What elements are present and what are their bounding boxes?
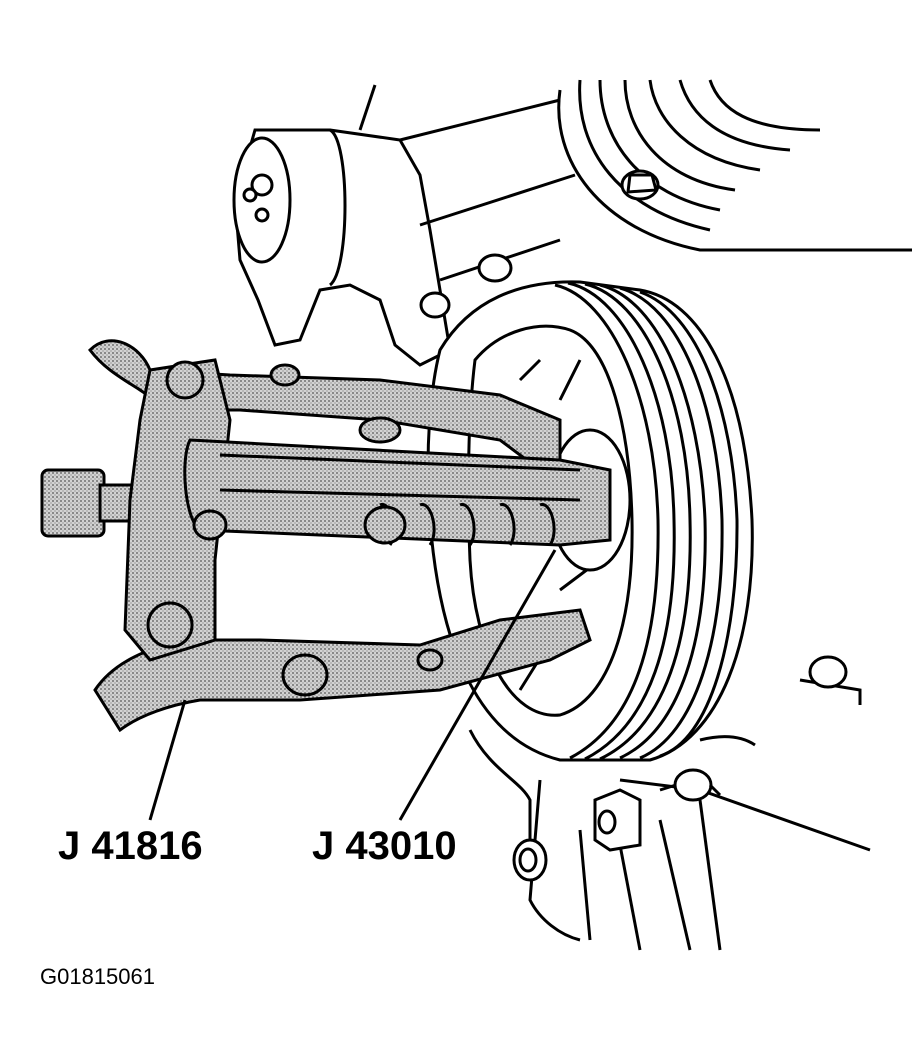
leader-adapter	[398, 549, 557, 821]
lower-arm-bolt	[281, 653, 329, 697]
block-bolt-2	[673, 768, 713, 802]
callout-adapter-label: J 43010	[312, 824, 457, 868]
figure-id: G01815061	[40, 964, 155, 989]
belt-tensioner	[232, 84, 576, 367]
leader-puller	[148, 699, 187, 821]
callout-puller-label: J 41816	[58, 824, 203, 868]
tensioner-bolt	[419, 291, 451, 319]
block-boss-center	[593, 788, 642, 852]
puller-tool	[40, 339, 612, 733]
puller-yoke	[123, 358, 232, 662]
leader-lines	[148, 549, 557, 821]
upper-pulley	[557, 79, 912, 252]
block-boss-left	[512, 838, 548, 882]
lower-jaw	[93, 608, 592, 733]
lower-pivot-bolt	[146, 601, 194, 649]
block-bolt-1	[808, 655, 848, 689]
adapter-nut	[363, 505, 407, 545]
engine-block	[468, 655, 871, 951]
bracket-bolt	[477, 253, 513, 283]
upper-pivot-bolt	[165, 360, 205, 400]
forcing-screw-head	[40, 468, 106, 538]
